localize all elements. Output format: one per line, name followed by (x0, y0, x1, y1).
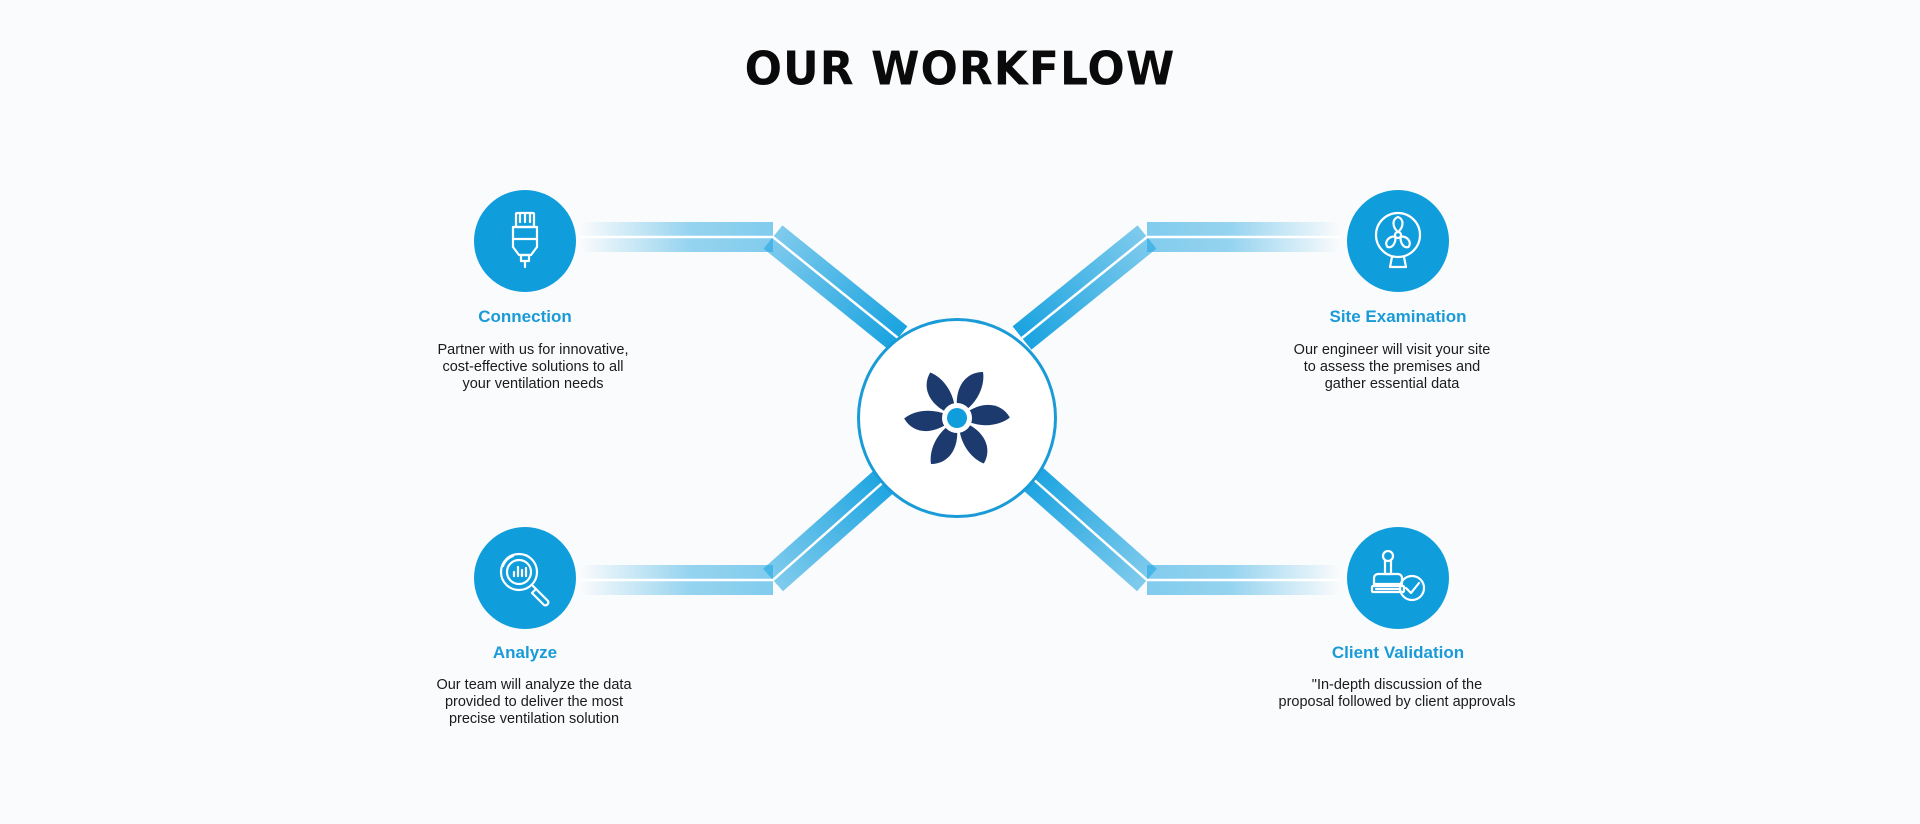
connector-top-left (580, 222, 908, 350)
client-validation-step-icon-circle (1347, 527, 1449, 629)
connector-bottom-right (1022, 466, 1340, 595)
workflow-hub (857, 318, 1057, 518)
site-examination-step-description: Our engineer will visit your site to ass… (1293, 342, 1491, 392)
magnifier-chart-icon (499, 552, 550, 607)
connector-plug-icon (511, 211, 539, 269)
connection-step-description: Partner with us for innovative, cost-eff… (437, 342, 629, 392)
analyze-step-icon-circle (474, 527, 576, 629)
stamp-check-icon (1370, 549, 1426, 602)
page-title: OUR WORKFLOW (744, 42, 1176, 97)
client-validation-step-description: "In-depth discussion of the proposal fol… (1278, 677, 1516, 710)
analyze-step-title: Analyze (492, 643, 558, 662)
connector-bottom-left (580, 466, 898, 595)
fan-icon (904, 372, 1010, 464)
connection-step-icon-circle (474, 190, 576, 292)
desk-fan-icon (1374, 211, 1422, 269)
connection-step-title: Connection (478, 307, 572, 326)
site-examination-step-icon-circle (1347, 190, 1449, 292)
client-validation-step-title: Client Validation (1331, 643, 1465, 662)
connector-top-right (1012, 222, 1340, 350)
site-examination-step-title: Site Examination (1329, 307, 1467, 326)
analyze-step-description: Our team will analyze the data provided … (436, 677, 632, 727)
